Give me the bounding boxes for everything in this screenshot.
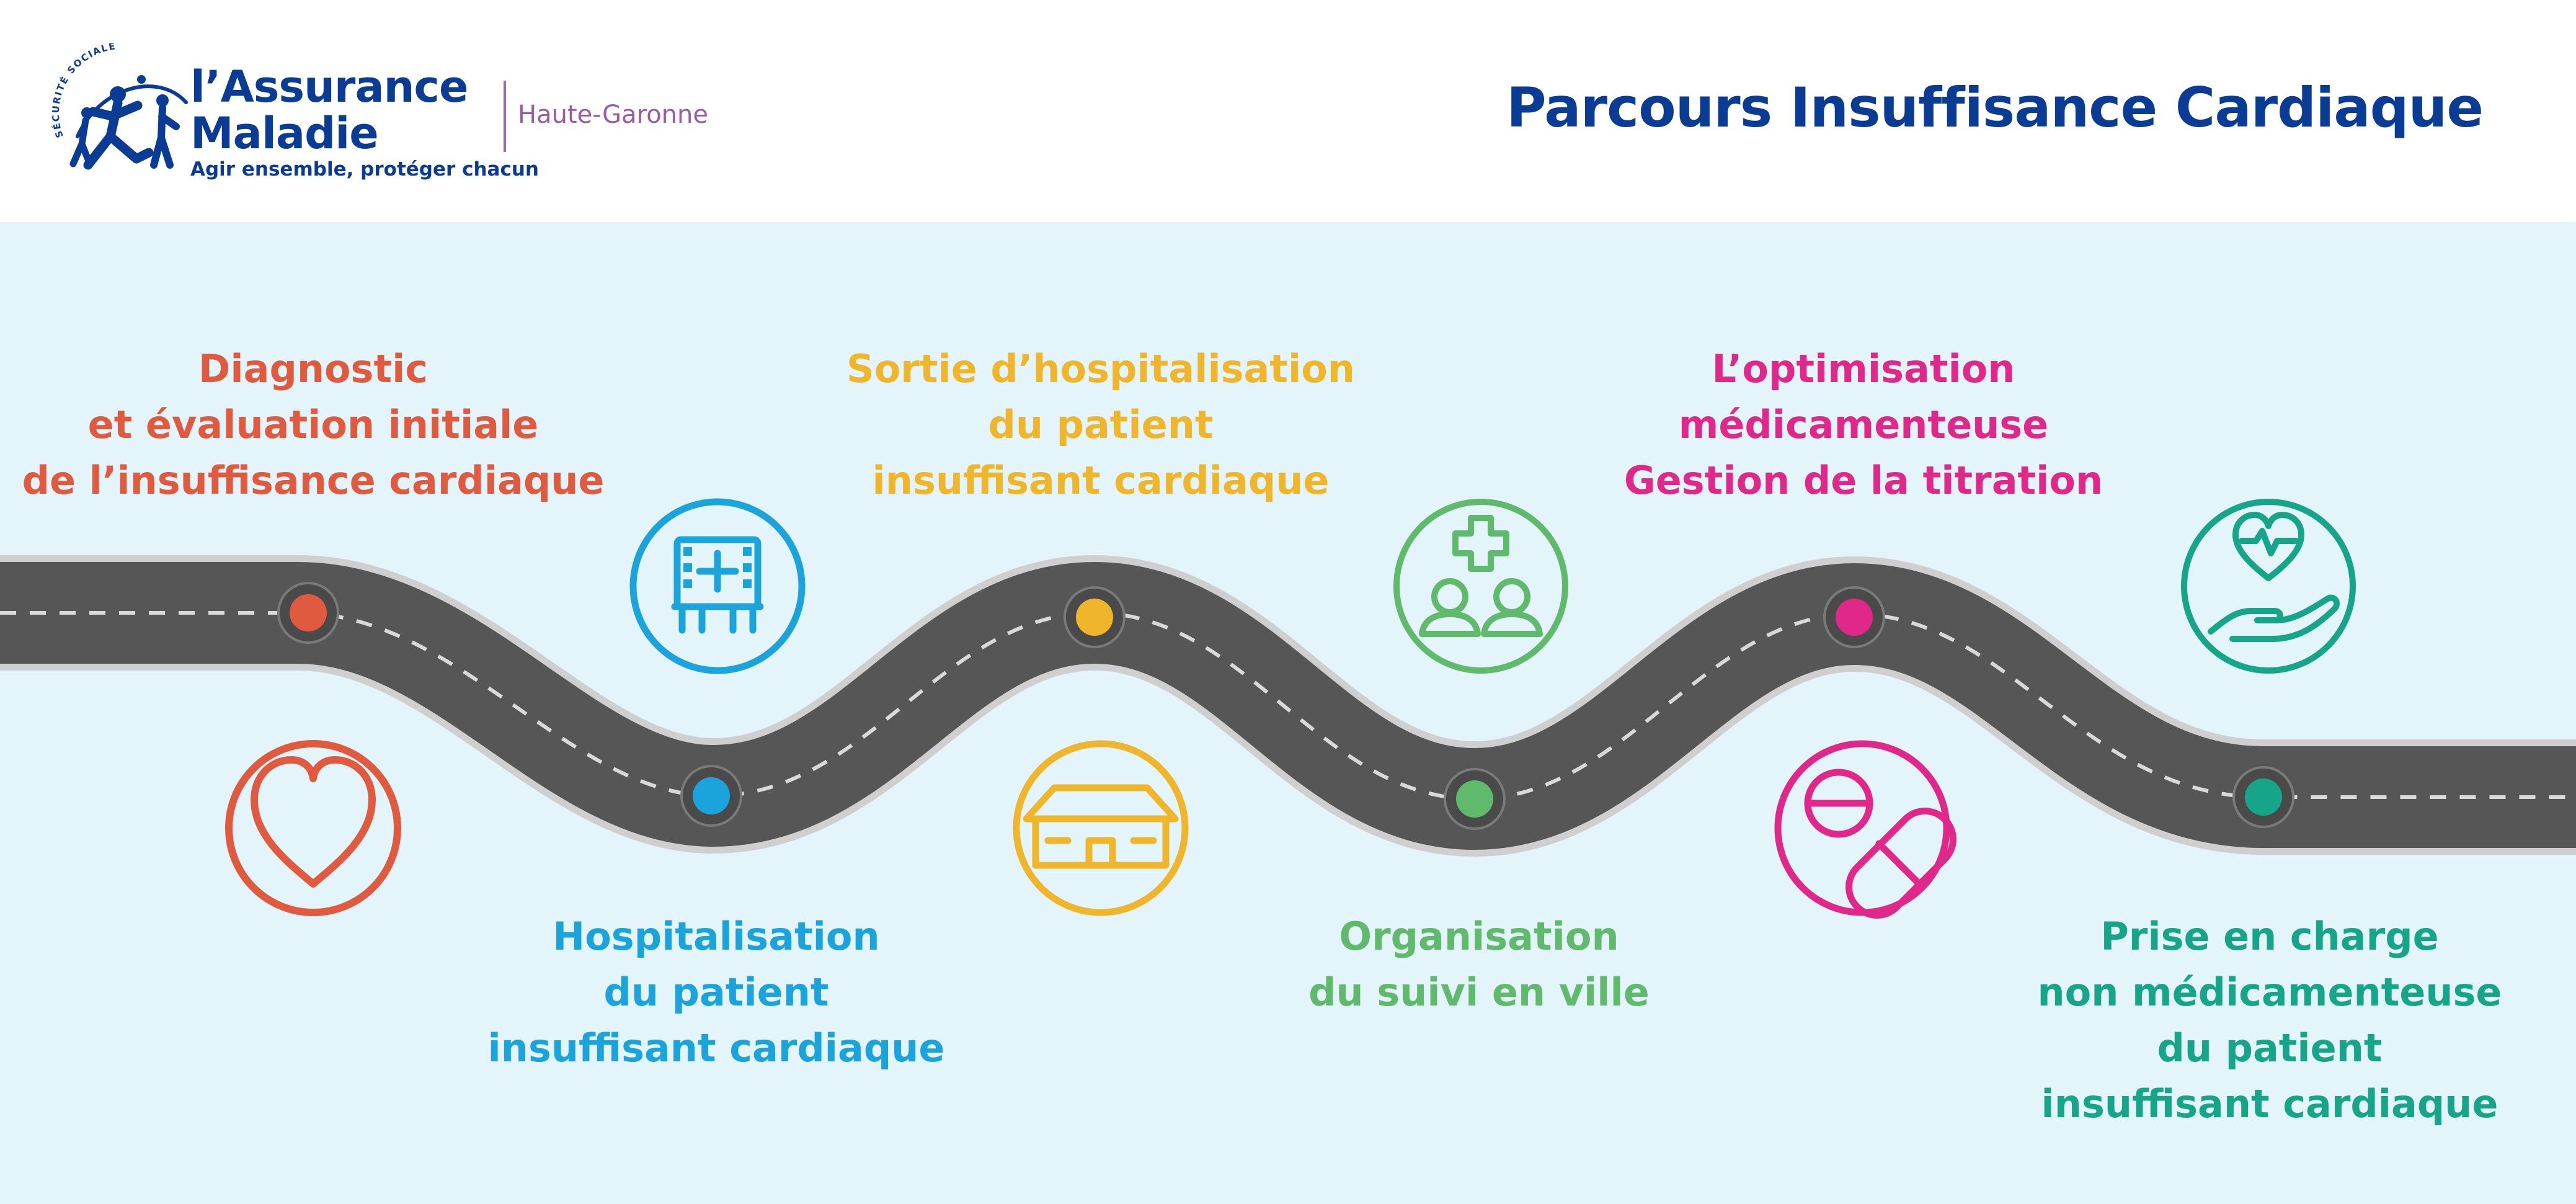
step-title-organisation: Organisation du suivi en ville	[1308, 914, 1650, 1015]
road-center-line	[0, 610, 2576, 801]
step-title-prise-en-charge: Prise en charge non médicamenteuse du pa…	[2037, 914, 2502, 1126]
step-title-optimisation: L’optimisation médicamenteuse Gestion de…	[1623, 346, 2103, 503]
brand-tagline: Agir ensemble, protéger chacun	[190, 158, 539, 181]
road	[0, 555, 2576, 857]
heart-hand-icon	[2181, 499, 2356, 674]
brand-name-line1: l’Assurance	[190, 61, 468, 112]
step-marker-prise-en-charge	[2232, 766, 2294, 828]
hospital-icon	[629, 498, 806, 674]
step-marker-organisation	[1444, 768, 1506, 830]
step-marker-hospitalisation	[680, 765, 742, 827]
house-icon	[1013, 740, 1189, 916]
step-title-diagnostic: Diagnostic et évaluation initiale de l’i…	[22, 346, 605, 503]
step-marker-diagnostic	[277, 582, 339, 644]
step-title-hospitalisation: Hospitalisation du patient insuffisant c…	[487, 914, 945, 1071]
page-title: Parcours Insuffisance Cardiaque	[1506, 76, 2484, 140]
step-marker-optimisation	[1823, 586, 1885, 648]
heart-icon	[225, 740, 401, 916]
assurance-maladie-logo: SÉCURITÉ SOCIALE	[50, 43, 188, 170]
step-marker-sortie	[1064, 586, 1126, 648]
region-label: Haute-Garonne	[518, 100, 708, 129]
doctors-cross-icon	[1393, 499, 1568, 674]
pills-icon	[1774, 740, 1956, 919]
header-divider	[504, 81, 506, 152]
brand-name-line2: Maladie	[190, 108, 379, 159]
step-title-sortie: Sortie d’hospitalisation du patient insu…	[846, 346, 1355, 503]
header: SÉCURITÉ SOCIALE l’Assurance Maladie Agi…	[0, 0, 2576, 222]
